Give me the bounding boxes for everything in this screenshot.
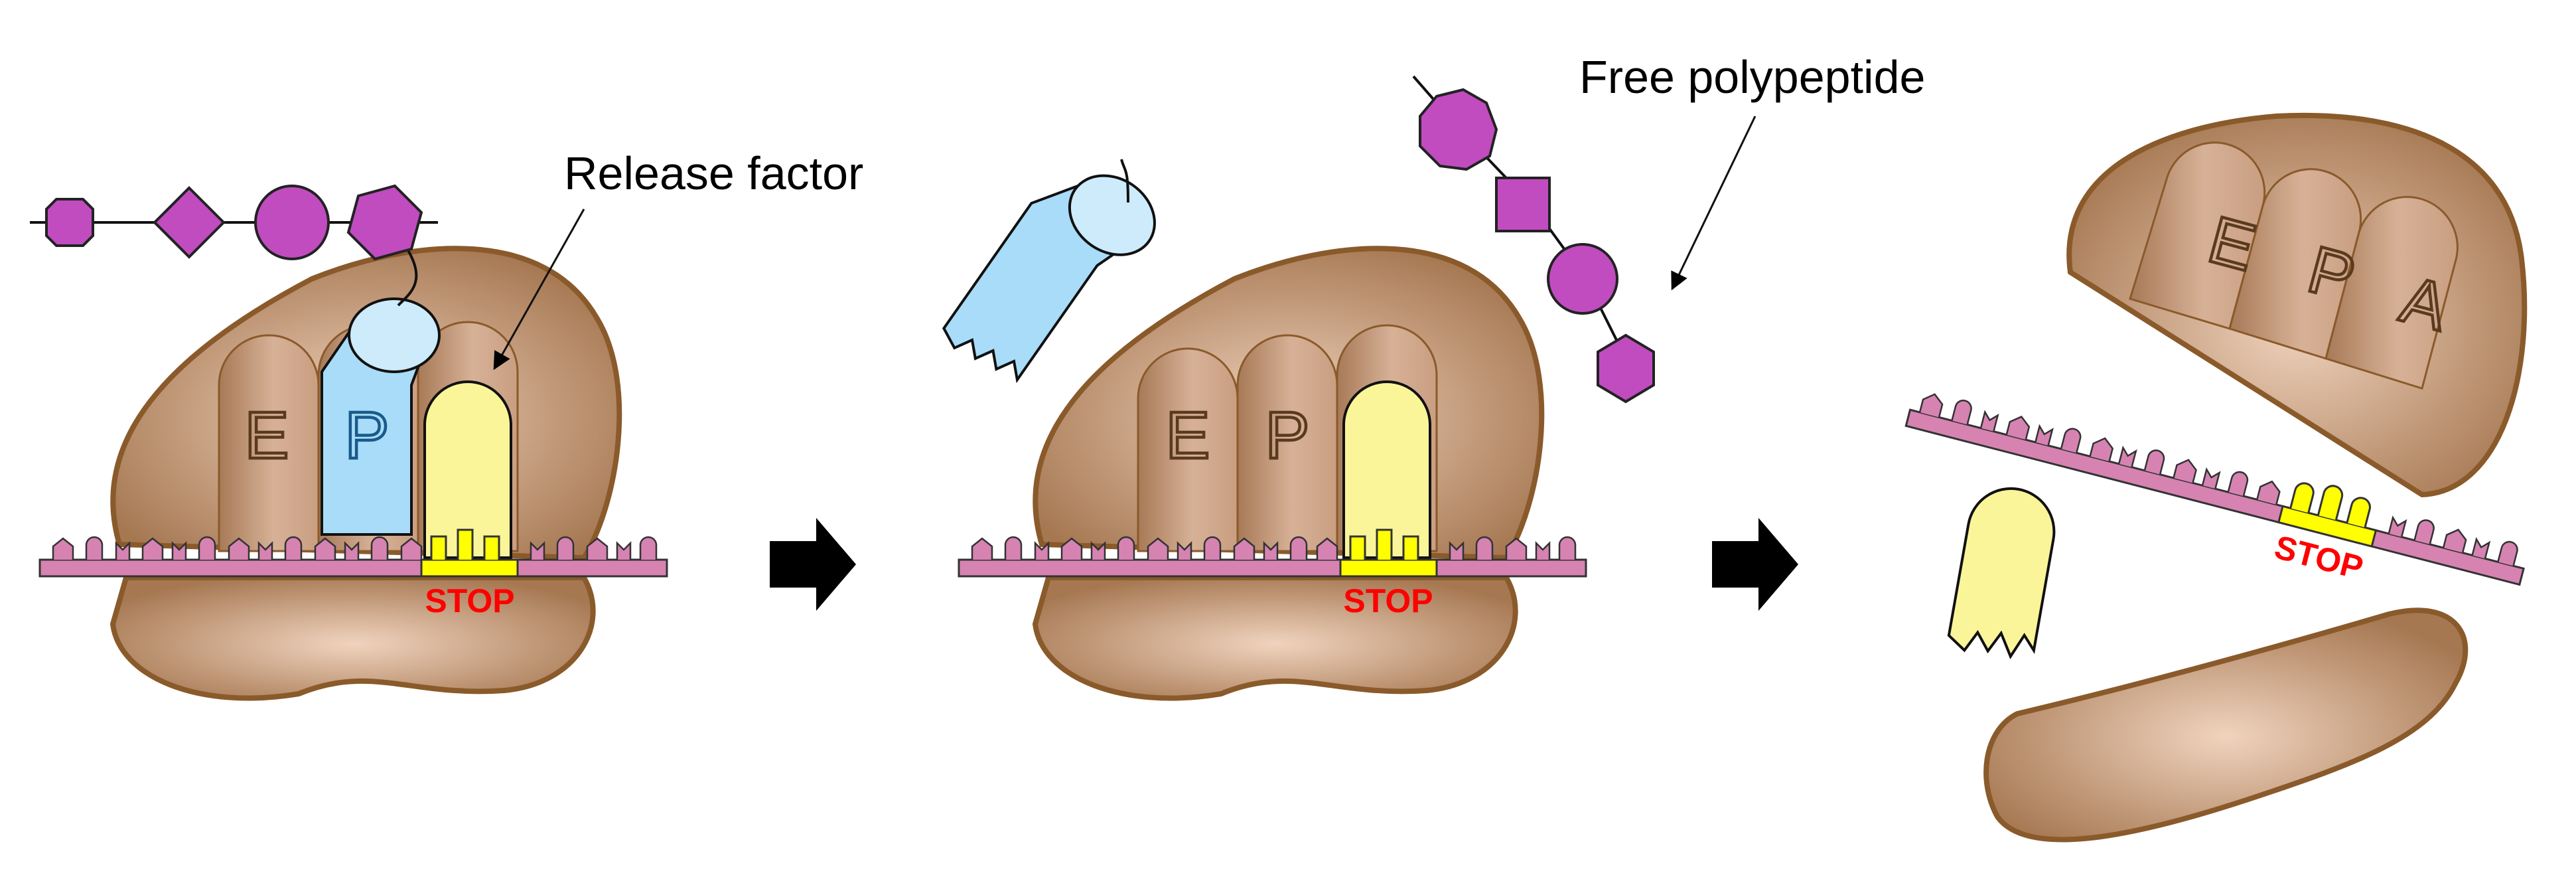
small-subunit-icon <box>1032 575 1518 701</box>
free-polypeptide-callout: Free polypeptide <box>1579 51 1925 103</box>
amino-acid-icon <box>45 198 94 247</box>
e-site-label: E <box>1166 398 1210 473</box>
small-subunit-icon <box>109 575 596 701</box>
release-factor-pointer <box>493 208 585 370</box>
release-factor-icon <box>1342 380 1431 559</box>
p-site-slot <box>2228 168 2362 360</box>
e-site-slot <box>218 334 320 552</box>
amino-acid-icon <box>1419 88 1498 171</box>
mrna-bases-icon <box>971 536 1577 560</box>
amino-acid-icon <box>254 185 330 260</box>
panel-1: E P STOP Release factor <box>30 147 863 701</box>
mrna-bases-icon <box>1918 393 2518 566</box>
stop-label: STOP <box>1343 582 1433 619</box>
amino-acid-icon <box>1495 177 1551 232</box>
free-release-factor <box>1947 487 2056 659</box>
trna-tail-icon <box>1120 159 1129 203</box>
mrna-strand-icon <box>38 558 668 578</box>
free-polypeptide-chain <box>1412 75 1655 404</box>
amino-acid-icon <box>153 186 226 259</box>
amino-acid-icon <box>1597 333 1655 404</box>
trna-top-icon <box>348 297 441 373</box>
polypeptide-chain <box>30 184 438 307</box>
e-site-slot <box>2129 141 2266 330</box>
a-site-slot <box>2325 196 2459 390</box>
release-factor-callout: Release factor <box>564 147 863 199</box>
mrna-strand-icon <box>958 558 1587 578</box>
free-polypeptide-pointer <box>1671 116 1756 291</box>
small-subunit-icon <box>1983 608 2469 843</box>
p-site-slot <box>1236 334 1338 552</box>
process-arrow-icon <box>1712 518 1798 611</box>
stop-label: STOP <box>425 582 514 619</box>
amino-acid-icon <box>346 184 423 261</box>
release-factor-icon <box>423 380 512 559</box>
stop-codon-bases-icon <box>430 528 500 560</box>
stop-codon-icon <box>1339 558 1438 578</box>
p-site-label: P <box>1265 398 1310 473</box>
p-site-label: P <box>345 398 390 473</box>
e-site-slot <box>1137 347 1239 552</box>
panel-2: E P STOP Free polypeptide <box>942 51 1925 701</box>
ejected-trna <box>942 174 1156 384</box>
trna-top-icon <box>1068 174 1156 256</box>
e-site-label: E <box>245 398 289 473</box>
release-factor-icon <box>1947 487 2056 659</box>
stop-codon-icon <box>420 558 519 578</box>
amino-acid-icon <box>1547 243 1618 315</box>
mrna-bases-icon <box>52 536 658 560</box>
panel-3: E P A STOP <box>1904 112 2528 843</box>
stop-codon-bases-icon <box>1349 528 1419 560</box>
process-arrow-icon <box>770 518 856 611</box>
stop-codon-bases-icon <box>2289 482 2371 528</box>
